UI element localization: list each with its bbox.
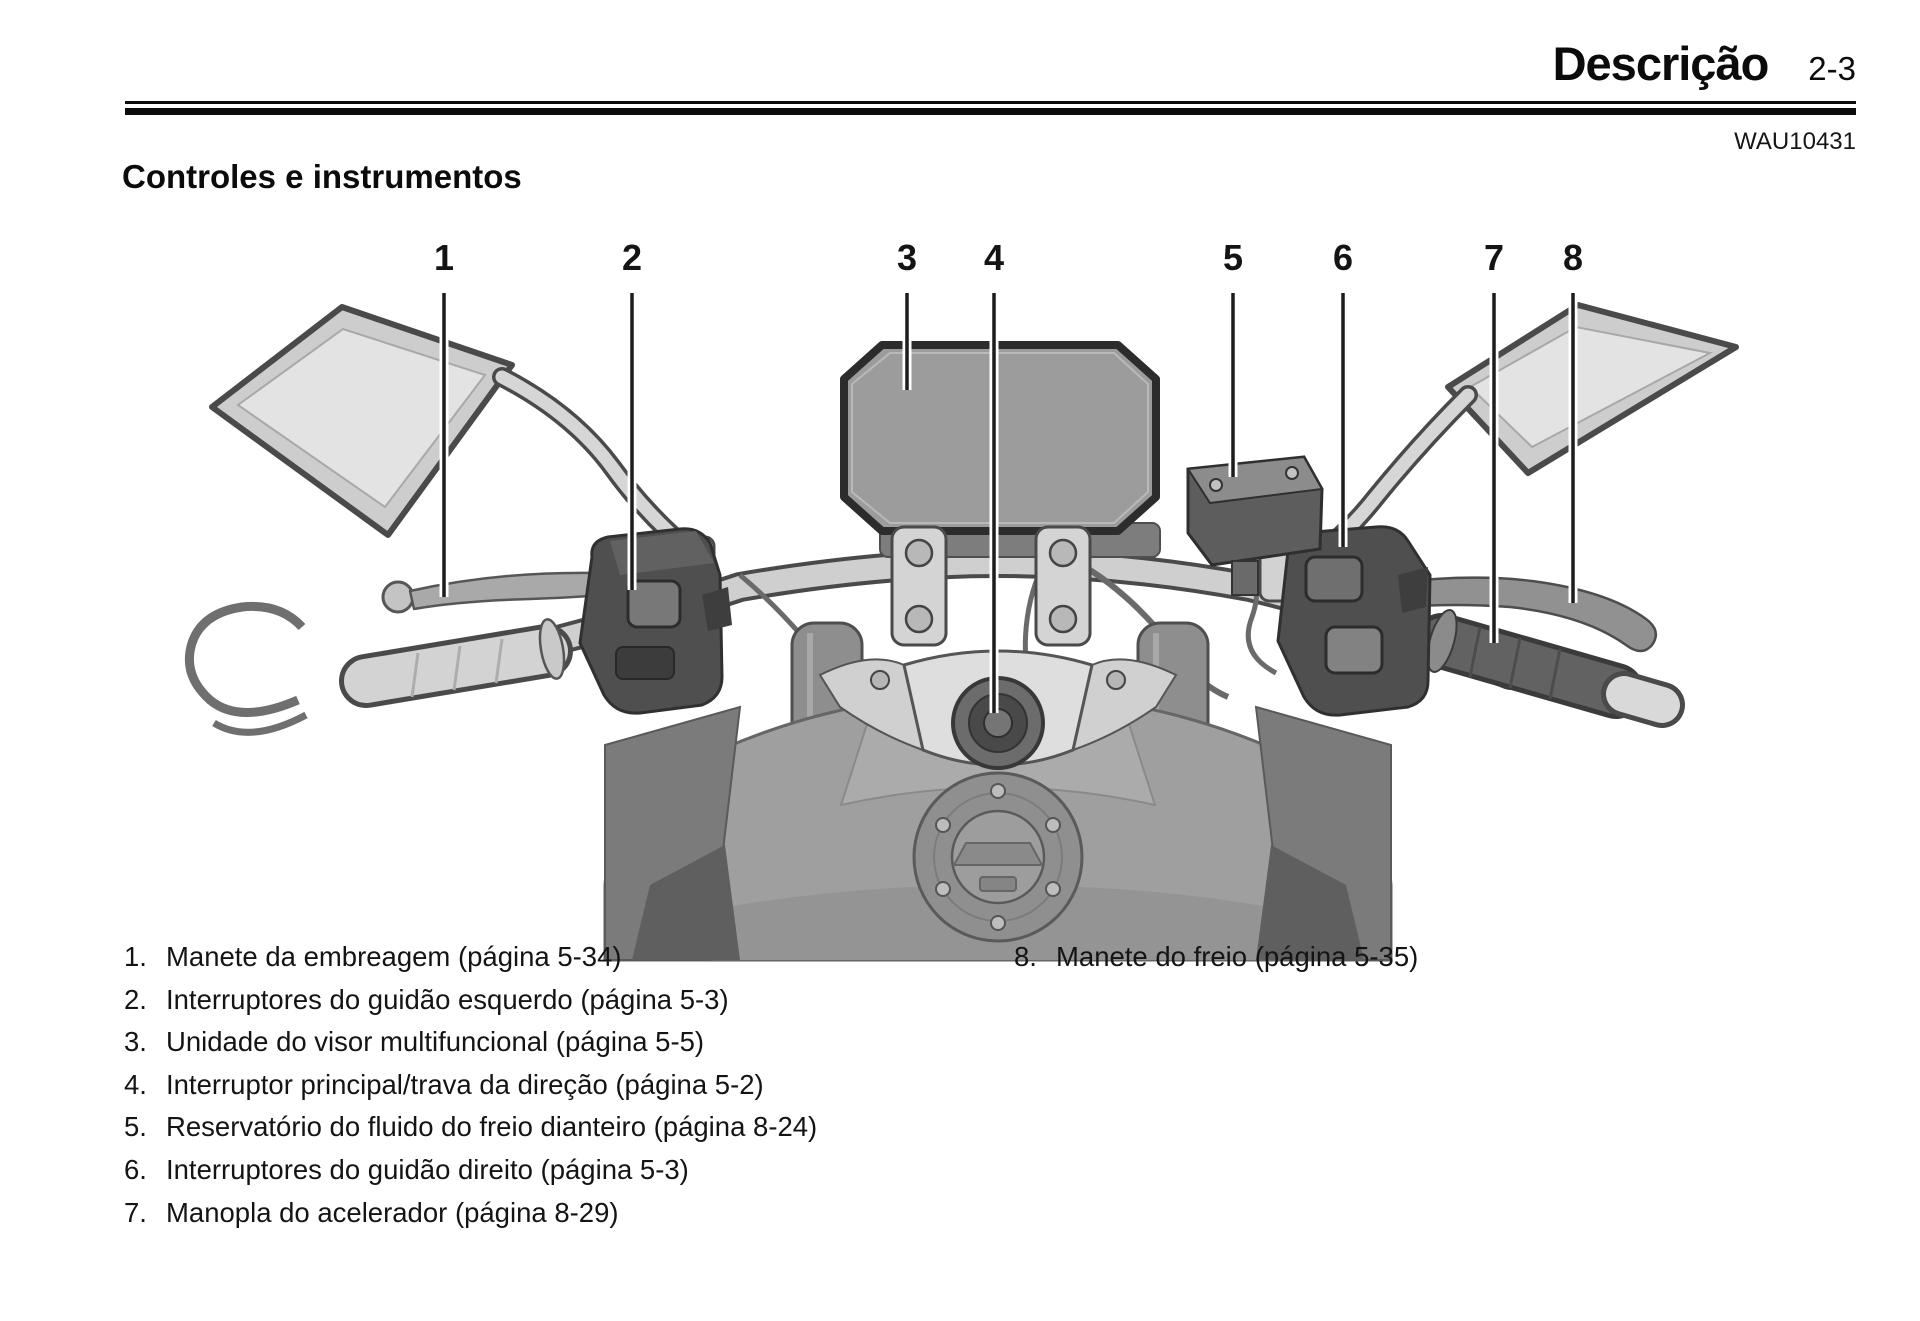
tank-shroud-right <box>1254 705 1392 961</box>
ignition-switch <box>951 676 1045 770</box>
right-mirror <box>1258 302 1739 603</box>
callout-number-2: 2 <box>621 237 643 278</box>
legend-item-3: 3. Unidade do visor multifuncional (págin… <box>124 1021 817 1064</box>
header: Descrição 2-3 <box>1553 36 1856 91</box>
handlebar-clamp-right <box>1034 525 1092 647</box>
legend-item-label: Manopla do acelerador (página 8-29) <box>166 1196 619 1228</box>
legend-item-number: 7. <box>124 1196 147 1228</box>
legend-item-label: Interruptores do guidão direito (página … <box>166 1153 689 1185</box>
legend-item-number: 1. <box>124 941 147 972</box>
section-title: Controles e instrumentos <box>122 158 522 195</box>
multifunction-display <box>840 341 1160 535</box>
legend-list-right: 8. Manete do freio (página 5-35) <box>1014 936 1418 979</box>
legend-item-number: 5. <box>124 1111 147 1143</box>
legend-item-5: 5. Reservatório do fluido do freio diante… <box>124 1106 817 1149</box>
legend-item-label: Manete do freio (página 5-35) <box>1056 941 1419 972</box>
legend-item-number: 8. <box>1014 941 1037 972</box>
tank-shroud-left <box>604 705 742 961</box>
right-switchgear <box>1276 525 1432 717</box>
brake-hose-loop <box>184 601 308 736</box>
legend-item-label: Manete da embreagem (página 5-34) <box>166 941 622 972</box>
legend-item-2: 2. Interruptores do guidão esquerdo (pági… <box>124 979 817 1022</box>
legend-item-number: 4. <box>124 1068 147 1100</box>
legend-item-1: 1. Manete da embreagem (página 5-34) <box>124 936 817 979</box>
header-rule-thin <box>125 101 1856 104</box>
legend-item-number: 2. <box>124 983 147 1015</box>
leader-lines <box>439 293 1578 713</box>
brake-fluid-reservoir <box>1186 455 1324 596</box>
handlebar-clamp-left <box>890 525 948 647</box>
legend-item-6: 6. Interruptores do guidão direito (págin… <box>124 1149 817 1192</box>
callout-number-7: 7 <box>1483 237 1505 278</box>
document-code: WAU10431 <box>1734 128 1856 155</box>
legend-list-left: 1. Manete da embreagem (página 5-34) 2. In… <box>124 936 817 1234</box>
chapter-title: Descrição <box>1552 37 1770 90</box>
callout-number-8: 8 <box>1562 237 1584 278</box>
legend-item-label: Unidade do visor multifuncional (página … <box>166 1026 705 1058</box>
legend-item-label: Interruptor principal/trava da direção (… <box>166 1068 764 1100</box>
legend-item-label: Interruptores do guidão esquerdo (página… <box>166 983 729 1015</box>
legend-item-number: 3. <box>124 1026 147 1058</box>
legend-item-8: 8. Manete do freio (página 5-35) <box>1014 936 1418 979</box>
legend-item-number: 6. <box>124 1153 147 1185</box>
left-grip <box>339 618 573 708</box>
callout-number-1: 1 <box>433 237 455 278</box>
callout-number-3: 3 <box>896 237 918 278</box>
page-number: 2-3 <box>1808 50 1856 87</box>
legend-item-4: 4. Interruptor principal/trava da direção… <box>124 1064 817 1107</box>
legend-item-label: Reservatório do fluido do freio dianteir… <box>166 1111 818 1143</box>
header-rule-thick <box>125 108 1856 115</box>
legend-item-7: 7. Manopla do acelerador (página 8-29) <box>124 1192 817 1235</box>
callout-number-4: 4 <box>983 237 1005 278</box>
fuel-filler-cap <box>912 771 1084 943</box>
left-switchgear <box>578 527 732 715</box>
callout-number-5: 5 <box>1222 237 1244 278</box>
callout-number-6: 6 <box>1332 237 1354 278</box>
throttle-grip <box>1414 609 1685 728</box>
handlebar-diagram <box>184 293 1739 962</box>
